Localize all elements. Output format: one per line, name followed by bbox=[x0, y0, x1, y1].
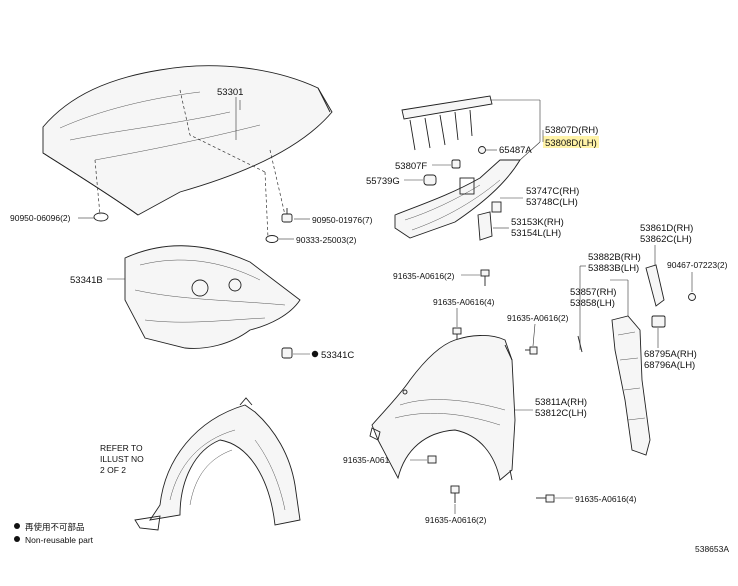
cover-icon bbox=[651, 315, 666, 328]
non-reusable-mark-icon bbox=[311, 350, 319, 358]
washer-icon bbox=[265, 235, 279, 243]
label-hood: 53301 bbox=[217, 87, 243, 98]
label-hood-grommet: 90950-06096(2) bbox=[10, 213, 71, 223]
seal-strip bbox=[577, 335, 583, 353]
label-insulator: 53341B bbox=[70, 275, 103, 286]
label-ext-lh: 53748C(LH) bbox=[526, 197, 578, 208]
label-protector-rh: 53861D(RH) bbox=[640, 223, 693, 234]
label-brkt-lh: 53154L(LH) bbox=[511, 228, 561, 239]
refer-note-line-2: ILLUST NO bbox=[100, 454, 144, 464]
label-cowl-rh: 53807D(RH) bbox=[545, 125, 598, 136]
insulator-clip-icon bbox=[281, 347, 293, 359]
label-bolt-low-left: 91635-A0616(4) bbox=[343, 455, 405, 465]
label-cowl-lh: 53808D(LH) bbox=[545, 138, 597, 149]
legend-mark-icon-1 bbox=[14, 523, 20, 529]
seal-clip-icon bbox=[478, 146, 486, 154]
label-hood-washer: 90333-25003(2) bbox=[296, 235, 357, 245]
cowl-clip-icon bbox=[451, 159, 461, 169]
label-bolt-top: 91635-A0616(2) bbox=[393, 271, 455, 281]
label-bolt-right: 91635-A0616(4) bbox=[575, 494, 637, 504]
hood-panel bbox=[42, 65, 333, 239]
label-brkt-rh: 53153K(RH) bbox=[511, 217, 564, 228]
legend-chinese: 再使用不可部品 bbox=[25, 522, 85, 532]
label-cushion: 55739G bbox=[366, 176, 400, 187]
label-hood-clip: 90950-01976(7) bbox=[312, 215, 373, 225]
label-seal-lh: 53858(LH) bbox=[570, 298, 615, 309]
extension-icon bbox=[491, 201, 502, 213]
fender-liner bbox=[134, 397, 301, 531]
cushion-icon bbox=[423, 174, 437, 186]
label-cowl-seal: 65487A bbox=[499, 145, 532, 156]
grommet-icon bbox=[93, 212, 109, 222]
hood-insulator bbox=[124, 245, 301, 349]
cowl-top-panel bbox=[394, 95, 521, 239]
legend-english: Non-reusable part bbox=[25, 535, 94, 545]
figure-code: 538653A bbox=[695, 544, 729, 554]
bolt-right-icon bbox=[536, 494, 555, 503]
label-seal-b-lh: 53883B(LH) bbox=[588, 263, 639, 274]
label-fender-lh: 53812C(LH) bbox=[535, 408, 587, 419]
bracket-icon bbox=[477, 211, 493, 241]
bolt-bottom-icon bbox=[450, 485, 460, 503]
label-cowl-f: 53807F bbox=[395, 161, 427, 172]
label-cover-lh: 68796A(LH) bbox=[644, 360, 695, 371]
legend-mark-icon-2 bbox=[14, 536, 20, 542]
label-bolt-mid: 91635-A0616(4) bbox=[433, 297, 495, 307]
highlight-box bbox=[543, 136, 599, 148]
fender-seal bbox=[611, 315, 651, 456]
protector-icon bbox=[645, 264, 665, 307]
label-cover-rh: 68795A(RH) bbox=[644, 349, 697, 360]
label-seal-b-rh: 53882B(RH) bbox=[588, 252, 641, 263]
bolt-top-icon bbox=[480, 269, 490, 286]
front-fender bbox=[369, 335, 516, 481]
label-insulator-clip: 53341C bbox=[321, 350, 354, 361]
label-bolt-side: 91635-A0616(2) bbox=[507, 313, 569, 323]
refer-note-line-3: 2 OF 2 bbox=[100, 465, 126, 475]
label-ext-rh: 53747C(RH) bbox=[526, 186, 579, 197]
label-seal-rh: 53857(RH) bbox=[570, 287, 616, 298]
label-protector-lh: 53862C(LH) bbox=[640, 234, 692, 245]
nut-icon bbox=[688, 293, 696, 301]
bolt-side-icon bbox=[525, 346, 538, 355]
clip-icon bbox=[281, 208, 293, 223]
bolt-low-left-icon bbox=[427, 455, 437, 464]
label-fender-rh: 53811A(RH) bbox=[535, 397, 587, 408]
label-bolt-bottom: 91635-A0616(2) bbox=[425, 515, 487, 525]
label-nut: 90467-07223(2) bbox=[667, 260, 728, 270]
refer-note-line-1: REFER TO bbox=[100, 443, 143, 453]
